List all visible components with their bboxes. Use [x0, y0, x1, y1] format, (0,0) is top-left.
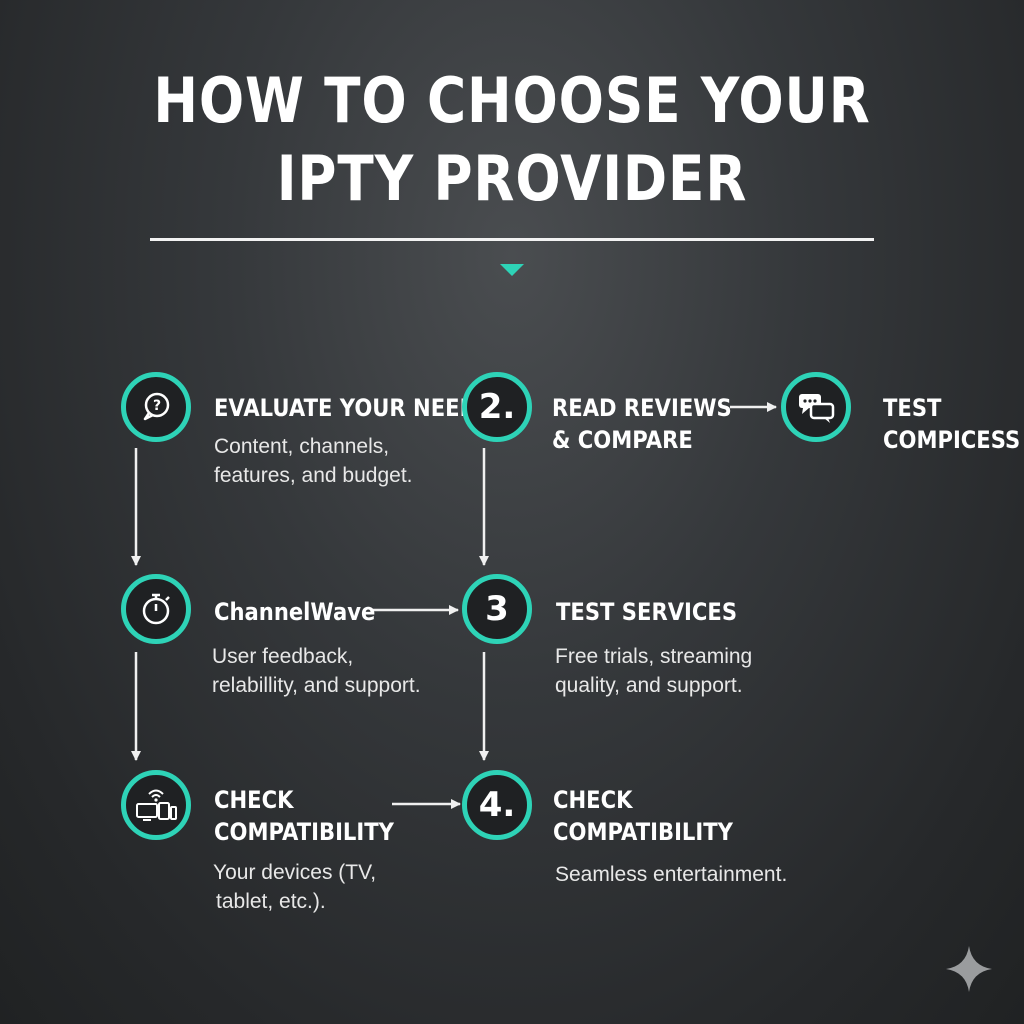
check-right-heading-line-1: CHECK — [553, 786, 633, 814]
test-top-heading-line-2: COMPICESS — [883, 426, 1021, 454]
step-4-circle: 4. — [462, 770, 532, 840]
read-heading-line-2: & COMPARE — [552, 426, 693, 454]
check-right-desc-line-1: Seamless entertainment. — [555, 863, 788, 886]
check-left-heading: CHECK COMPATIBILITY — [214, 784, 394, 848]
stopwatch-icon — [142, 593, 170, 625]
test-top-circle — [781, 372, 851, 442]
channelwave-description: User feedback, relabillity, and support. — [212, 642, 421, 700]
channelwave-desc-line-1: User feedback, — [212, 645, 354, 668]
check-left-heading-line-2: COMPATIBILITY — [214, 818, 394, 846]
test-services-desc-line-1: Free trials, streaming — [555, 645, 753, 668]
step-2-circle: 2. — [462, 372, 532, 442]
check-left-heading-line-1: CHECK — [214, 786, 294, 814]
title-line-2: IPTY PROVIDER — [276, 142, 748, 215]
title-divider — [150, 238, 874, 241]
evaluate-heading: EVALUATE YOUR NEEDS — [214, 394, 493, 422]
question-bubble-icon: ? — [143, 392, 170, 421]
test-top-heading-line-1: TEST — [883, 394, 942, 422]
check-left-desc-line-2: tablet, etc.). — [216, 890, 326, 913]
channelwave-heading: ChannelWave — [214, 598, 376, 626]
sparkle-icon — [946, 946, 992, 992]
evaluate-description: Content, channels, features, and budget. — [214, 432, 413, 490]
devices-wifi-icon — [136, 789, 177, 821]
test-services-description: Free trials, streaming quality, and supp… — [555, 642, 752, 700]
step-3-circle: 3 — [462, 574, 532, 644]
chat-bubbles-icon — [799, 394, 835, 423]
test-services-heading: TEST SERVICES — [556, 598, 738, 626]
svg-text:?: ? — [153, 398, 161, 414]
step-4-number: 4. — [478, 785, 516, 825]
check-left-description: Your devices (TV, tablet, etc.). — [213, 858, 376, 916]
down-triangle-icon — [500, 264, 524, 276]
step-3-number: 3 — [485, 589, 509, 629]
evaluate-desc-line-2: features, and budget. — [214, 464, 413, 487]
channelwave-desc-line-2: relabillity, and support. — [212, 674, 421, 697]
title-line-1: HOW TO CHOOSE YOUR — [153, 64, 871, 137]
evaluate-desc-line-1: Content, channels, — [214, 435, 390, 458]
check-right-heading-line-2: COMPATIBILITY — [553, 818, 733, 846]
evaluate-circle: ? — [121, 372, 191, 442]
check-left-desc-line-1: Your devices (TV, — [213, 861, 377, 884]
check-right-description: Seamless entertainment. — [555, 860, 787, 889]
test-services-desc-line-2: quality, and support. — [555, 674, 743, 697]
check-right-heading: CHECK COMPATIBILITY — [553, 784, 733, 848]
channelwave-circle — [121, 574, 191, 644]
step-2-number: 2. — [478, 387, 516, 427]
page-title: HOW TO CHOOSE YOUR IPTY PROVIDER — [72, 62, 953, 218]
test-top-heading: TEST COMPICESS — [883, 392, 1020, 456]
read-heading-line-1: READ REVIEWS — [552, 394, 732, 422]
read-reviews-heading: READ REVIEWS & COMPARE — [552, 392, 732, 456]
check-left-circle — [121, 770, 191, 840]
